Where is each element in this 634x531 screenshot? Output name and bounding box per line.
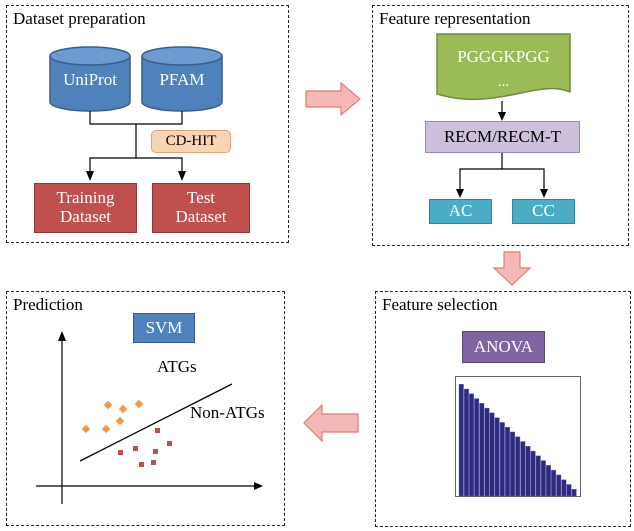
test-dataset-box: Test Dataset <box>152 183 250 233</box>
recm-box: RECM/RECM-T <box>425 121 580 153</box>
panel-title: Feature selection <box>382 295 498 314</box>
training-line1: Training <box>56 188 115 208</box>
cdhit-box: CD-HIT <box>151 130 231 153</box>
training-dataset-box: Training Dataset <box>34 183 137 233</box>
arrow-left <box>303 403 359 443</box>
svm-hyperplane <box>79 383 233 462</box>
sequence-document <box>436 33 571 101</box>
atgs-label: ATGs <box>157 357 197 376</box>
pfam-label: PFAM <box>159 70 205 89</box>
panel-feature-representation: Feature representation <box>372 5 629 246</box>
training-line2: Dataset <box>60 207 111 226</box>
ac-box: AC <box>429 199 492 224</box>
test-line2: Dataset <box>175 207 227 226</box>
cc-box: CC <box>512 199 575 224</box>
panel-prediction: Prediction <box>6 291 285 526</box>
non-atg-points <box>118 428 172 467</box>
sequence-ellipsis: ... <box>497 74 510 90</box>
panel-title: Dataset preparation <box>13 9 146 28</box>
panel-dataset-preparation: Dataset preparation <box>6 5 289 243</box>
plot-axes <box>36 331 263 504</box>
panel-feature-selection: Feature selection <box>375 291 631 527</box>
pfam-database <box>141 46 223 112</box>
arrow-down <box>492 251 532 286</box>
test-line1: Test <box>186 188 216 208</box>
non-atgs-label: Non-ATGs <box>190 403 265 422</box>
svm-box: SVM <box>133 313 195 343</box>
panel-title: Prediction <box>13 295 83 314</box>
uniprot-label: UniProt <box>63 70 117 89</box>
panel-title: Feature representation <box>379 9 531 28</box>
atg-points <box>81 399 144 434</box>
anova-bar-chart <box>455 376 581 497</box>
arrow-right <box>305 81 361 117</box>
sequence-text: PGGGKPGG <box>457 47 550 66</box>
anova-box: ANOVA <box>462 331 545 363</box>
